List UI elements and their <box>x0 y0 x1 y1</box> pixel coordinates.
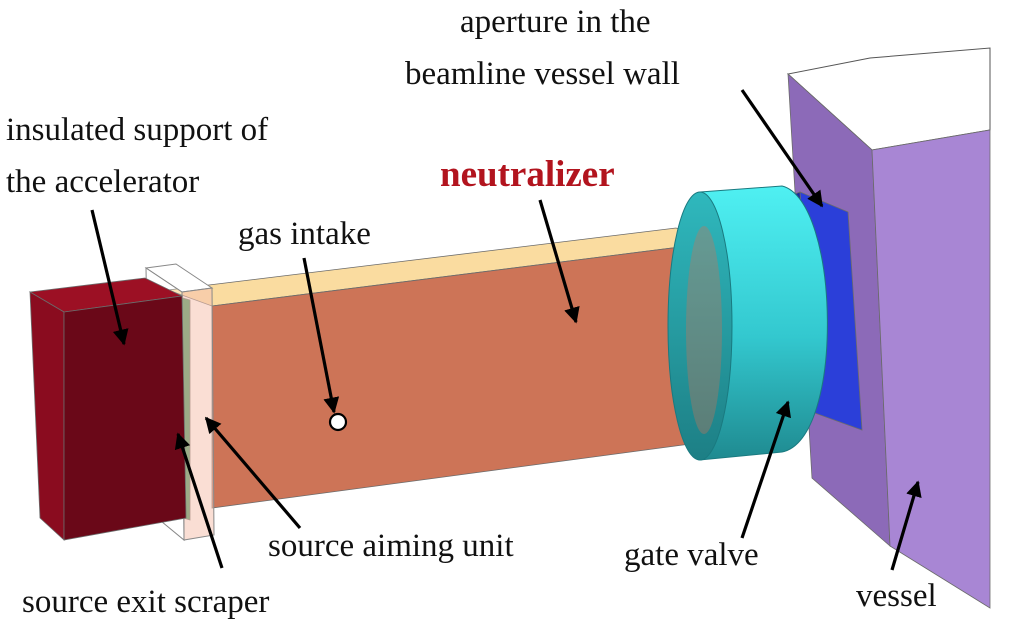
label-insulated-line1: insulated support of <box>6 112 268 148</box>
arrow-gas-intake <box>302 257 340 414</box>
label-source-aiming-unit: source aiming unit <box>268 528 514 564</box>
label-neutralizer: neutralizer <box>440 154 615 195</box>
label-aperture-line2: beamline vessel wall <box>405 56 680 92</box>
label-vessel: vessel <box>856 578 937 614</box>
arrow-source-aiming-unit <box>204 416 302 530</box>
label-source-exit-scraper: source exit scraper <box>22 584 269 620</box>
gas-intake-marker <box>328 412 348 432</box>
insulated-support-box <box>28 277 187 541</box>
arrow-vessel <box>890 480 922 571</box>
arrow-gate-valve <box>740 400 791 539</box>
arrow-insulated-support <box>90 209 129 346</box>
label-gas-intake: gas intake <box>238 216 371 252</box>
arrow-aperture <box>740 89 824 208</box>
label-insulated-line2: the accelerator <box>6 164 199 200</box>
arrow-neutralizer <box>538 199 580 324</box>
gate-valve-cylinder <box>667 185 828 461</box>
arrow-source-exit-scraper <box>174 432 224 569</box>
label-aperture-line1: aperture in the <box>460 4 651 40</box>
label-gate-valve: gate valve <box>624 537 759 573</box>
